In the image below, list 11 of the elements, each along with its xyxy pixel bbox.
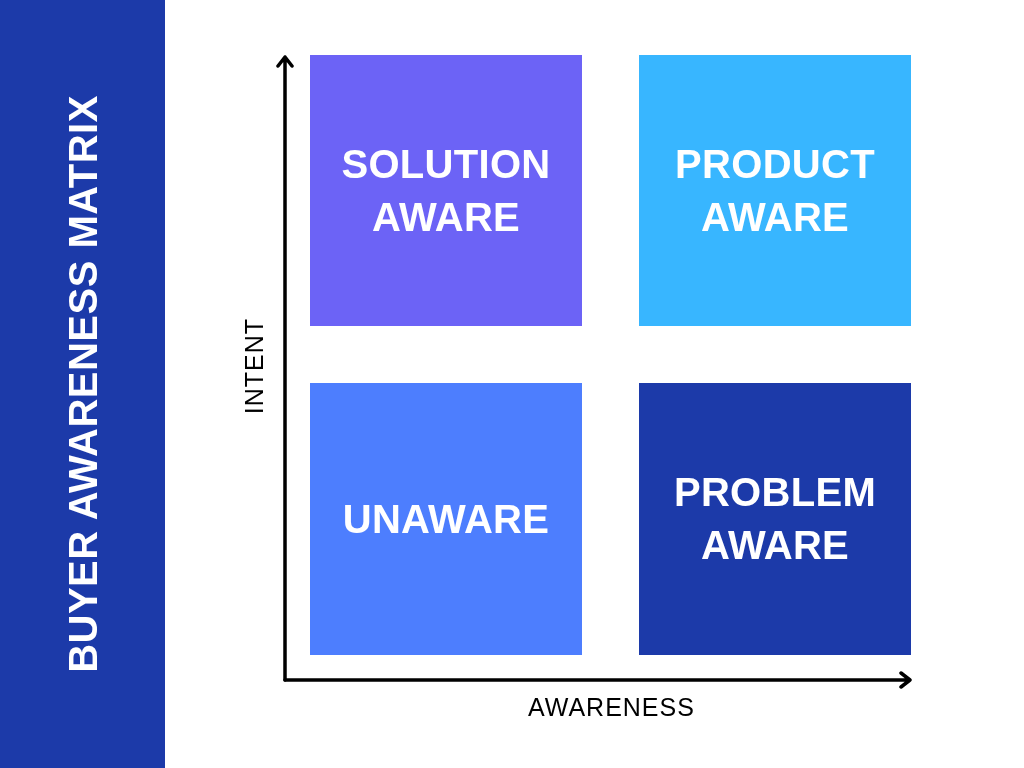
diagram-title: BUYER AWARENESS MATRIX (62, 95, 103, 673)
quadrant-label: SOLUTION AWARE (340, 140, 552, 241)
axis-label: AWARENESS (528, 695, 695, 720)
quadrant-box (310, 55, 582, 326)
quadrant-box (310, 383, 582, 655)
quadrant-box (639, 383, 911, 655)
quadrant-label: PRODUCT AWARE (674, 140, 876, 241)
axis-label: INTENT (242, 318, 267, 415)
quadrant-label: PROBLEM AWARE (672, 469, 878, 569)
quadrant-label: UNAWARE (341, 495, 551, 543)
quadrant-box (639, 55, 911, 326)
